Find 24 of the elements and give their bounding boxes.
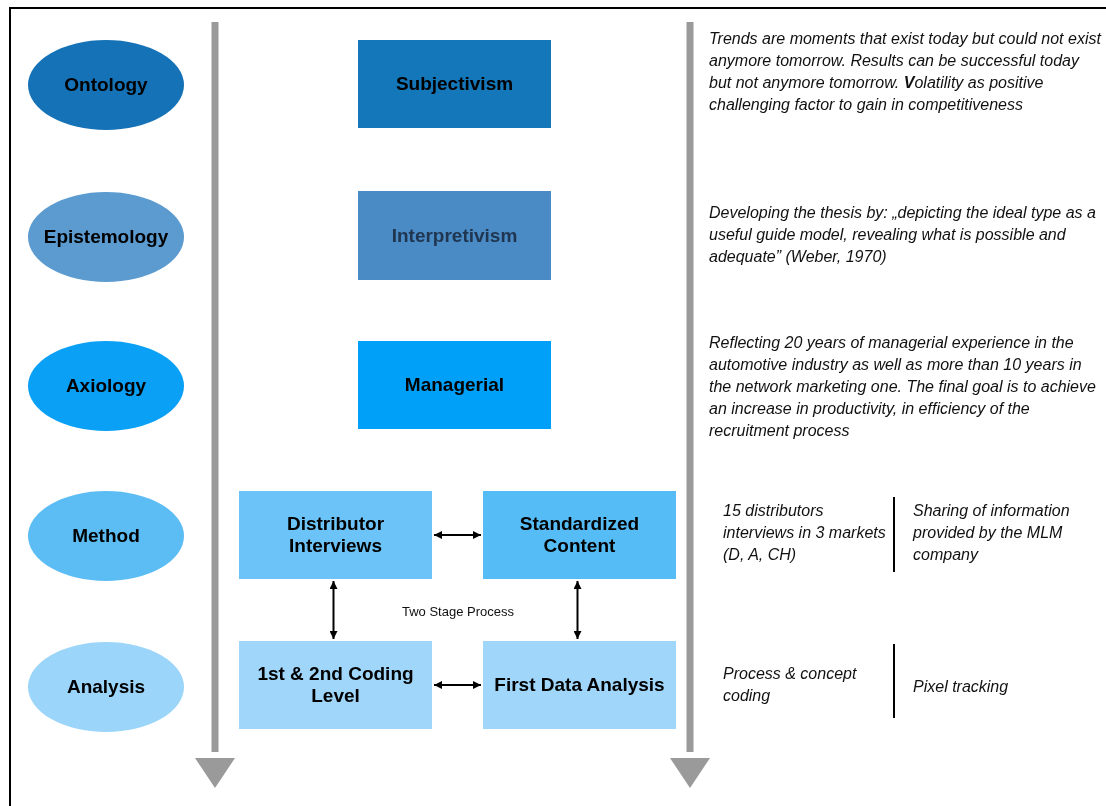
note-text: Process & concept coding	[723, 664, 858, 706]
note-text: Reflecting 20 years of managerial experience in the automotive industry as well as more than 10 years in the network marketing one. The final goal is to achieve an increase in productivity, in efficiency of the recruitment process	[709, 333, 1097, 441]
process-box: Subjectivism	[358, 40, 551, 128]
layer-ellipse: Analysis	[28, 642, 184, 732]
layer-ellipse: Epistemology	[28, 192, 184, 282]
stage-label: Two Stage Process	[401, 603, 515, 621]
process-box: 1st & 2nd Coding Level	[239, 641, 432, 729]
arrow	[433, 681, 482, 689]
process-box: First Data Analysis	[483, 641, 676, 729]
note-text: Sharing of information provided by the MLM company	[913, 501, 1071, 565]
note-text: Pixel tracking	[913, 677, 1010, 697]
process-box: Standardized Content	[483, 491, 676, 579]
process-box: Managerial	[358, 341, 551, 429]
note-text: 15 distributors interviews in 3 markets (D, A, CH)	[723, 501, 887, 565]
arrow	[573, 580, 582, 640]
arrow	[433, 531, 482, 539]
layer-ellipse: Method	[28, 491, 184, 581]
layer-ellipse: Ontology	[28, 40, 184, 130]
process-box: Distributor Interviews	[239, 491, 432, 579]
layer-ellipse: Axiology	[28, 341, 184, 431]
note-text: Developing the thesis by: „depicting the ideal type as a useful guide model, revealing what is possible and adequate” (Weber, 1970)	[709, 203, 1097, 267]
arrow	[329, 580, 338, 640]
process-box: Interpretivism	[358, 191, 551, 280]
note-text: Trends are moments that exist today but could not exist anymore tomorrow. Results can be successful today but not anymore tomorrow. Volatility as positive challenging factor to gain in competitiveness	[709, 29, 1101, 115]
